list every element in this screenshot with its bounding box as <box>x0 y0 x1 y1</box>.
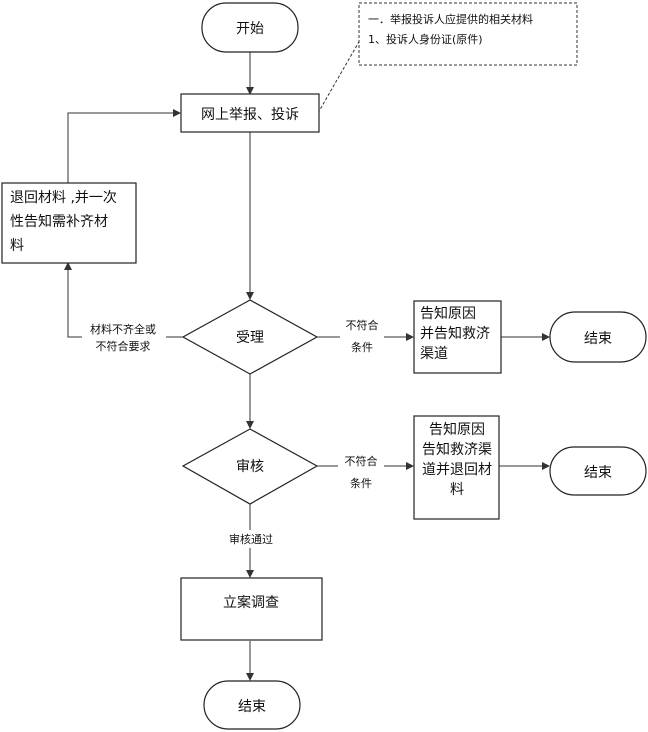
file-investigate-box <box>180 577 323 641</box>
inform-relief-2-line-1: 告知原因 <box>429 421 485 438</box>
accept-label: 受理 <box>236 330 264 346</box>
inform-relief-2-line-2: 告知救济渠 <box>422 441 492 458</box>
review-label: 审核 <box>236 459 264 475</box>
inform-relief-2-line-3: 道并退回材 <box>422 462 492 478</box>
incomplete-label-bg <box>82 319 166 357</box>
not-meet-2-label-bg <box>338 453 384 491</box>
edge-return-to-report <box>67 109 181 183</box>
online-report-box <box>180 93 320 133</box>
end-1-terminal <box>549 311 647 363</box>
note-box <box>358 2 578 66</box>
end-final-label: 结束 <box>238 699 266 715</box>
note-connector <box>317 39 361 114</box>
not-meet-1-label-bg <box>340 317 384 357</box>
end-final-terminal <box>203 680 301 730</box>
inform-relief-1-line-1: 告知原因 <box>420 305 476 322</box>
end-2-label: 结束 <box>584 465 612 481</box>
return-materials-line-2: 性告知需补齐材 <box>10 213 108 230</box>
incomplete-label-line-2: 不符合要求 <box>96 339 151 353</box>
review-decision <box>181 428 319 505</box>
end-1-label: 结束 <box>584 331 612 347</box>
note-line-1: 一．举报投诉人应提供的相关材料 <box>368 12 533 26</box>
inform-relief-1-line-3: 渠道 <box>420 346 448 362</box>
incomplete-label-line-1: 材料不齐全或 <box>90 322 156 336</box>
note-line-2: 1、投诉人身份证(原件) <box>368 32 483 46</box>
inform-relief-2-line-4: 料 <box>450 482 464 498</box>
inform-relief-1-box <box>413 300 502 374</box>
review-passed-label-bg <box>222 530 280 548</box>
review-passed-label: 审核通过 <box>229 532 273 546</box>
end-2-terminal <box>549 446 647 496</box>
start-terminal <box>201 2 299 53</box>
not-meet-1-line-1: 不符合 <box>346 318 379 332</box>
start-label: 开始 <box>236 21 264 37</box>
inform-relief-1-line-2: 并告知救济 <box>420 325 490 342</box>
not-meet-1-line-2: 条件 <box>351 340 373 354</box>
return-materials-box <box>1 182 137 264</box>
not-meet-2-line-1: 不符合 <box>345 454 378 468</box>
return-materials-line-3: 料 <box>10 238 24 254</box>
accept-decision <box>181 299 319 375</box>
not-meet-2-line-2: 条件 <box>350 476 372 490</box>
inform-relief-2-box <box>413 415 500 520</box>
return-materials-line-1: 退回材料 ,并一次 <box>10 190 117 206</box>
file-investigate-label: 立案调查 <box>223 594 279 611</box>
online-report-label: 网上举报、投诉 <box>201 107 299 123</box>
